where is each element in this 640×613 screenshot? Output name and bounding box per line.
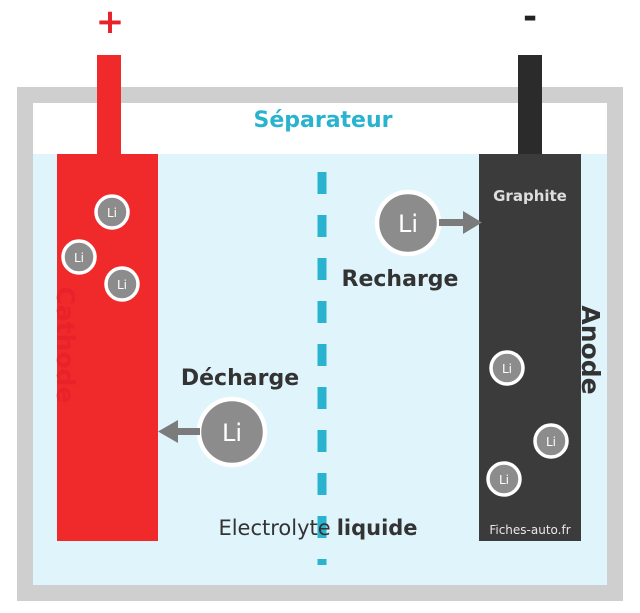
recharge-ion: Li — [374, 189, 442, 257]
lithium-ion: Li — [486, 461, 522, 497]
ion-label: Li — [222, 419, 242, 447]
lithium-ion: Li — [104, 266, 140, 302]
electrolyte-label-prefix: Electrolyte — [218, 516, 330, 540]
decharge-arrow — [158, 420, 200, 443]
negative-sign: - — [523, 0, 537, 37]
separator-label: Séparateur — [253, 108, 392, 133]
anode-label: Anode — [576, 305, 605, 394]
negative-terminal — [518, 55, 542, 155]
graphite-label: Graphite — [493, 187, 567, 205]
ion-label: Li — [117, 278, 127, 292]
watermark-text: Fiches-auto.fr — [489, 523, 570, 537]
lithium-ion: Li — [94, 194, 130, 230]
decharge-label: Décharge — [181, 366, 299, 391]
lithium-ion: Li — [533, 423, 569, 459]
ion-label: Li — [398, 210, 418, 238]
cathode-label: Cathode — [51, 287, 80, 404]
ion-label: Li — [107, 206, 117, 220]
recharge-arrow — [439, 211, 482, 234]
recharge-label: Recharge — [342, 267, 459, 292]
decharge-ion: Li — [196, 396, 268, 468]
ion-label: Li — [546, 435, 556, 449]
positive-terminal — [97, 55, 121, 155]
lithium-ion: Li — [61, 239, 97, 275]
ion-label: Li — [499, 473, 509, 487]
electrolyte-label-bold: liquide — [337, 516, 418, 540]
positive-sign: + — [96, 2, 125, 42]
electrolyte-label: Electrolyte liquide — [218, 516, 417, 540]
lithium-ion: Li — [489, 350, 525, 386]
ion-label: Li — [74, 251, 84, 265]
ion-label: Li — [502, 362, 512, 376]
